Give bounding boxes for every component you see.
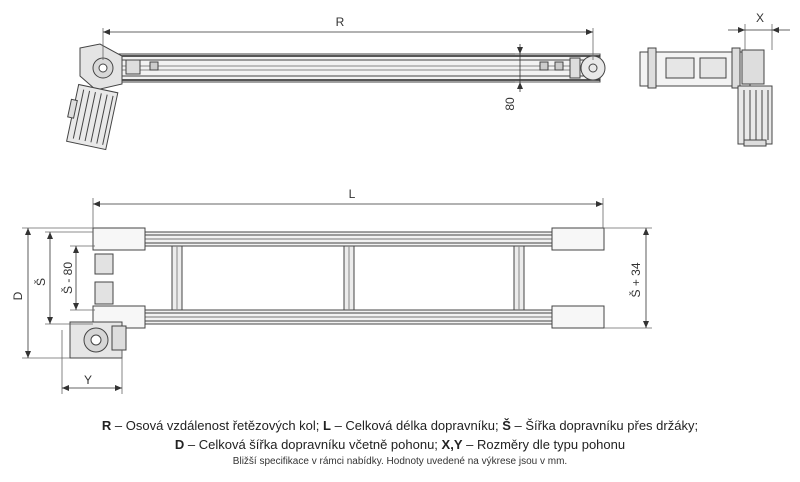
legend-key-XY: X,Y — [441, 437, 463, 452]
legend-note: Bližší specifikace v rámci nabídky. Hodn… — [232, 456, 568, 467]
dimension-X-label: X — [756, 11, 764, 25]
dimension-Y — [61, 330, 123, 394]
dimension-S-label: Š — [33, 278, 48, 286]
legend-text-R: – Osová vzdálenost řetězových kol; — [111, 418, 324, 433]
legend-key-L: L — [323, 418, 331, 433]
dimension-R — [102, 28, 594, 60]
end-view — [639, 47, 773, 147]
legend-key-S: Š — [502, 418, 511, 433]
dimension-S80-label: Š - 80 — [60, 262, 75, 294]
dimension-80 — [515, 44, 600, 92]
legend-line-2: D – Celková šířka dopravníku včetně poho… — [0, 437, 800, 452]
dimension-S — [45, 231, 93, 325]
legend-line-1: R – Osová vzdálenost řetězových kol; L –… — [0, 418, 800, 433]
dimension-L — [92, 198, 604, 228]
dimension-Y-label: Y — [84, 373, 92, 387]
dimension-L-label: L — [349, 187, 356, 201]
dimension-X — [728, 24, 790, 50]
dimension-S34 — [604, 227, 652, 329]
legend-text-L: – Celková délka dopravníku; — [330, 418, 503, 433]
legend-key-R: R — [101, 418, 112, 433]
top-view — [69, 227, 605, 359]
dimension-R-label: R — [336, 15, 345, 29]
side-view — [66, 43, 606, 151]
conveyor-technical-drawing: R 80 X — [11, 11, 790, 394]
dimension-D-label: D — [11, 291, 25, 300]
dimension-S34-label: Š + 34 — [628, 262, 643, 297]
dimension-80-label: 80 — [503, 97, 517, 111]
legend-text-D: – Celková šířka dopravníku včetně pohonu… — [184, 437, 442, 452]
legend-text-XY: – Rozměry dle typu pohonu — [462, 437, 626, 452]
legend-key-D: D — [174, 437, 185, 452]
legend-text-S: – Šířka dopravníku přes držáky; — [510, 418, 699, 433]
dimension-S80 — [70, 245, 95, 311]
